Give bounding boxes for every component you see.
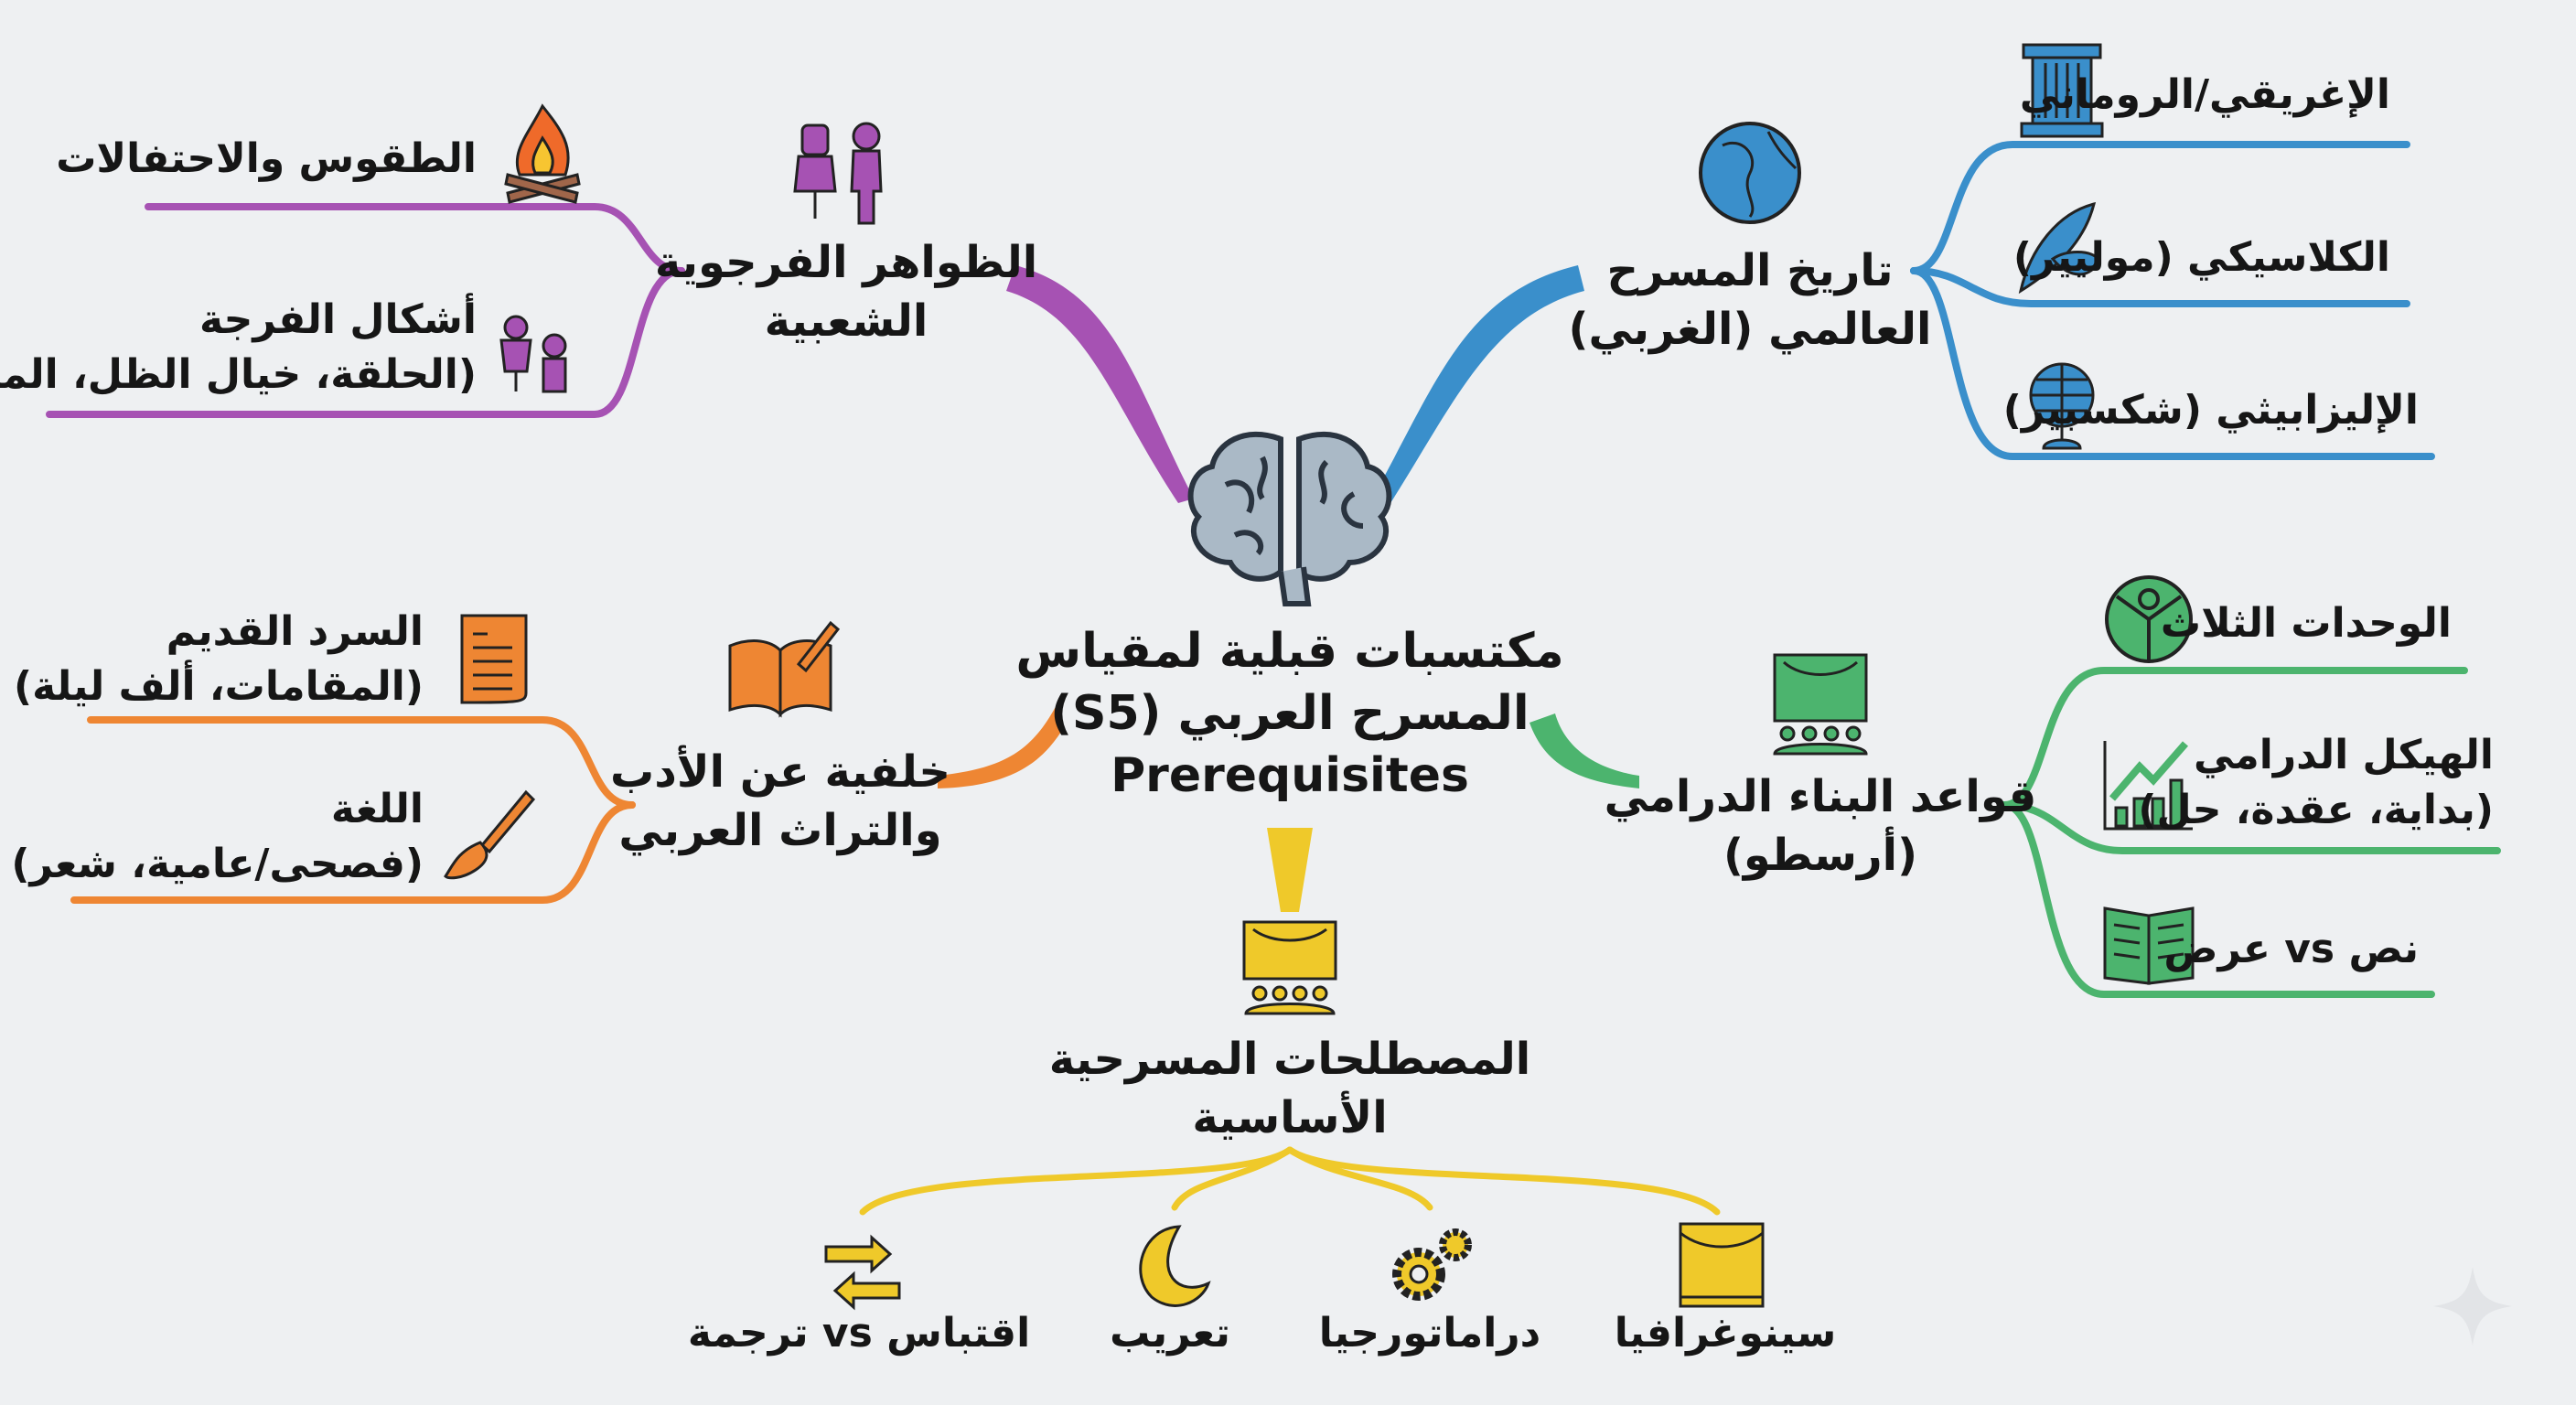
three-unities-icon [2105, 575, 2193, 663]
literature-sublines [70, 716, 636, 904]
node-arabization-label: تعريب [1110, 1310, 1230, 1357]
node-arabization[interactable]: تعريب [1110, 1306, 1230, 1361]
globe-stand-icon [2029, 362, 2095, 450]
node-greek-roman-label: الإغريقي/الروماني [2019, 71, 2390, 118]
node-dramatic-structure-line2: (بداية، عقدة، حل) [2138, 787, 2494, 833]
world-sublines [1910, 141, 2435, 460]
node-ancient-narrative-line2: (المقامات، ألف ليلة) [14, 663, 424, 710]
node-dramatic-structure[interactable]: الهيكل الدرامي (بداية، عقدة، حل) [2138, 728, 2494, 838]
node-text-vs-performance[interactable]: نص vs عرض [2163, 922, 2419, 977]
drama-sublines [2001, 667, 2501, 998]
brain-icon [1187, 431, 1392, 606]
central-title-line3: Prerequisites [1111, 748, 1469, 803]
node-greek-roman[interactable]: الإغريقي/الروماني [2020, 68, 2390, 123]
node-rituals-label: الطقوس والاحتفالات [56, 135, 477, 182]
node-dramatic-structure-line1: الهيكل الدرامي [2194, 732, 2494, 778]
topic-drama-line1: قواعد البناء الدرامي [1604, 771, 2037, 822]
growth-chart-icon [2103, 741, 2193, 831]
node-text-vs-performance-label: نص vs عرض [2163, 926, 2419, 972]
topic-basic-terms[interactable]: المصطلحات المسرحية الأساسية [1049, 1030, 1531, 1147]
node-scenography-label: سينوغرافيا [1614, 1310, 1837, 1357]
stage-curtain-icon [1679, 1222, 1765, 1308]
topic-world-line1: تاريخ المسرح [1606, 245, 1894, 296]
campfire-icon [504, 103, 581, 204]
scroll-icon [460, 614, 528, 704]
earth-globe-icon [1699, 122, 1801, 224]
topic-world-line2: العالمي (الغربي) [1568, 304, 1932, 355]
topic-folk-spectacle[interactable]: الظواهر الفرجوية الشعبية [655, 233, 1037, 350]
node-adaptation-vs-translation[interactable]: اقتباس vs ترجمة [688, 1306, 1030, 1361]
node-adaptation-label: اقتباس vs ترجمة [687, 1310, 1031, 1357]
greek-column-icon [2020, 43, 2104, 138]
node-spectacle-forms-line2: (الحلقة، خيال الظل، المداح) [0, 351, 477, 398]
node-language[interactable]: اللغة (فصحى/عامية، شعر) [11, 782, 424, 892]
node-dramaturgy-label: دراماتورجيا [1318, 1310, 1541, 1357]
node-dramaturgy[interactable]: دراماتورجيا [1319, 1306, 1540, 1361]
topic-drama-line2: (أرسطو) [1723, 830, 1917, 881]
topic-literature-line1: خلفية عن الأدب [610, 746, 950, 798]
topic-terms-line1: المصطلحات المسرحية [1048, 1034, 1531, 1085]
crescent-icon [1139, 1225, 1211, 1307]
topic-arabic-literature[interactable]: خلفية عن الأدب والتراث العربي [610, 743, 950, 860]
node-elizabethan-shakespeare[interactable]: الإليزابيثي (شكسبير) [2003, 383, 2419, 438]
topic-literature-line2: والتراث العربي [618, 805, 942, 856]
node-ancient-narrative-line1: السرد القديم [166, 608, 424, 655]
node-three-unities[interactable]: الوحدات الثلاث [2161, 596, 2452, 651]
central-title-line1: مكتسبات قبلية لمقياس [1015, 624, 1564, 679]
stage-curtain-audience-icon [1242, 920, 1337, 1015]
puppet-person-icon [793, 122, 883, 225]
node-three-unities-label: الوحدات الثلاث [2160, 600, 2452, 647]
stage-audience-icon [1773, 653, 1868, 756]
node-rituals[interactable]: الطقوس والاحتفالات [56, 132, 477, 187]
sparkle-watermark-icon [2433, 1267, 2512, 1346]
topic-folk-line1: الظواهر الفرجوية [654, 237, 1038, 288]
folk-sublines [46, 203, 685, 418]
branch-terms [1267, 828, 1313, 912]
node-scenography[interactable]: سينوغرافيا [1615, 1306, 1837, 1361]
topic-terms-line2: الأساسية [1192, 1092, 1388, 1143]
branch-folk [1006, 265, 1194, 503]
gears-icon [1392, 1228, 1472, 1301]
open-book-pencil-icon [728, 620, 841, 718]
branch-world [1372, 265, 1584, 503]
node-elizabethan-label: الإليزابيثي (شكسبير) [2002, 387, 2419, 434]
open-book-icon [2103, 906, 2195, 985]
node-language-line1: اللغة [330, 786, 424, 832]
topic-folk-line2: الشعبية [764, 295, 928, 347]
central-title: مكتسبات قبلية لمقياس المسرح العربي (S5) … [1015, 620, 1563, 807]
topic-world-theatre-history[interactable]: تاريخ المسرح العالمي (الغربي) [1569, 241, 1932, 359]
node-ancient-narrative[interactable]: السرد القديم (المقامات، ألف ليلة) [14, 605, 424, 714]
branch-drama [1530, 713, 1639, 788]
central-title-line2: المسرح العربي (S5) [1050, 686, 1530, 741]
brush-icon [444, 789, 536, 880]
node-spectacle-forms[interactable]: أشكال الفرجة (الحلقة، خيال الظل، المداح) [0, 293, 477, 402]
swap-arrows-icon [824, 1234, 901, 1311]
node-language-line2: (فصحى/عامية، شعر) [11, 841, 424, 887]
puppet-performer-icon [499, 315, 567, 393]
node-spectacle-forms-line1: أشكال الفرجة [199, 296, 477, 343]
quill-mask-icon [2018, 201, 2100, 295]
node-classical-label: الكلاسيكي (موليير) [2012, 234, 2390, 281]
node-classical-moliere[interactable]: الكلاسيكي (موليير) [2013, 231, 2390, 285]
terms-sublines [859, 1146, 1721, 1216]
topic-dramatic-structure[interactable]: قواعد البناء الدرامي (أرسطو) [1605, 767, 2037, 885]
branch-literature [938, 700, 1061, 788]
